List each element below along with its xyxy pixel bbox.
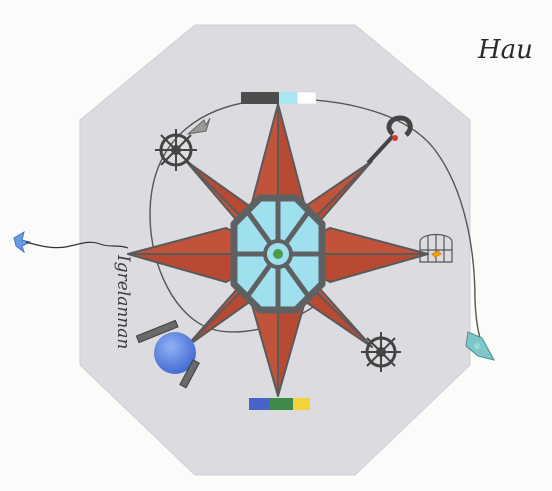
ship-wheel-icon	[361, 332, 401, 372]
ship-wheel-icon	[155, 129, 197, 171]
center-octagon	[234, 198, 322, 310]
top-color-bar	[241, 92, 316, 104]
side-signature: Igrelannan	[113, 254, 133, 349]
corner-signature: Hau	[477, 35, 533, 65]
bottom-color-bar	[249, 398, 310, 410]
